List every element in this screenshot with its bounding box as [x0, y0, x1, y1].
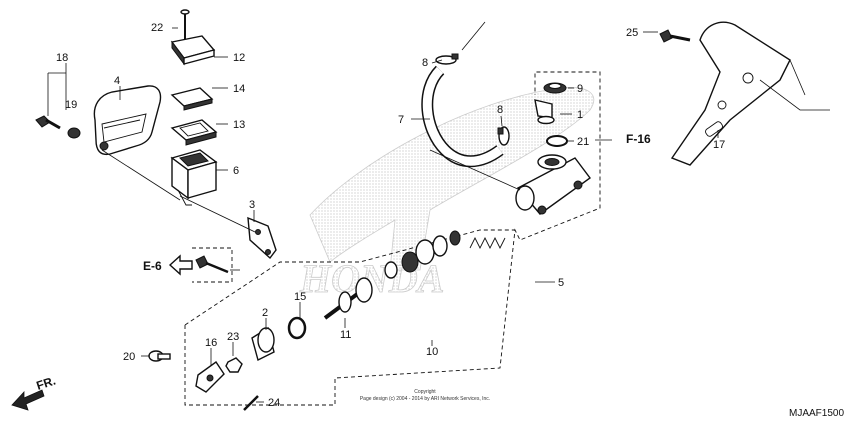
part-23-nut	[225, 357, 243, 373]
part-24-cotter-pin	[243, 395, 259, 411]
part-11-push-rod	[323, 277, 373, 320]
callout-17: 17	[713, 139, 725, 151]
part-2-boot	[251, 326, 275, 362]
callout-25: 25	[626, 27, 638, 39]
part-22-screw	[180, 9, 190, 42]
part-7-hose	[421, 65, 504, 168]
callout-2: 2	[262, 307, 268, 319]
part-14-plate	[170, 87, 214, 111]
part-1-joint	[534, 99, 555, 125]
honda-watermark: HONDA	[299, 87, 595, 301]
callouts: 22 12 14 13 6 18 19 4 3 E-6 7 8 8 9 1 21…	[56, 22, 725, 409]
part-21-o-ring	[546, 135, 568, 147]
callout-14: 14	[233, 83, 245, 95]
callout-5: 5	[558, 277, 564, 289]
direction-label: FR.	[35, 374, 58, 393]
callout-23: 23	[227, 331, 239, 343]
ref-e6: E-6	[143, 259, 162, 273]
callout-18: 18	[56, 52, 68, 64]
callout-1: 1	[577, 109, 583, 121]
e6-arrow-icon	[168, 254, 193, 276]
piston-seals	[384, 230, 461, 279]
part-8-clamp-lower	[497, 126, 510, 146]
callout-13: 13	[233, 119, 245, 131]
callout-3: 3	[249, 199, 255, 211]
honda-watermark-text: HONDA	[299, 256, 444, 301]
part-17-bracket	[670, 21, 791, 166]
callout-12: 12	[233, 52, 245, 64]
part-19-grommet	[67, 127, 81, 139]
part-13-diaphragm	[170, 119, 218, 146]
callout-4: 4	[114, 75, 120, 87]
callout-8-lower: 8	[497, 104, 503, 116]
front-direction-arrow-icon	[11, 389, 45, 411]
leader-lines	[47, 21, 830, 403]
part-4-cover	[93, 85, 162, 156]
diagram-code: MJAAF1500	[789, 408, 844, 419]
ref-f16: F-16	[626, 132, 651, 146]
assembly-box-outline	[184, 71, 601, 406]
copyright-line-2: Page design (c) 2004 - 2014 by ARI Netwo…	[360, 396, 490, 402]
part-18-bolt	[35, 115, 61, 130]
callout-15: 15	[294, 291, 306, 303]
callout-8-upper: 8	[422, 57, 428, 69]
callout-24: 24	[268, 397, 280, 409]
bolt-box-outline	[192, 247, 233, 283]
part-6-reservoir	[170, 149, 218, 206]
callout-20: 20	[123, 351, 135, 363]
callout-10: 10	[426, 346, 438, 358]
part-8-clamp-upper	[435, 53, 459, 65]
callout-11: 11	[340, 329, 351, 341]
e6-bolt	[195, 255, 229, 274]
master-cylinder-body	[515, 154, 591, 215]
callout-22: 22	[151, 22, 163, 34]
part-20-pin	[148, 350, 171, 362]
part-25-bolt	[659, 29, 691, 43]
spring	[469, 236, 506, 250]
part-15-circlip	[287, 316, 307, 340]
copyright-line-1: Copyright	[414, 389, 436, 395]
callout-16: 16	[205, 337, 217, 349]
part-9-cap	[543, 82, 567, 94]
callout-9: 9	[577, 83, 583, 95]
callout-6: 6	[233, 165, 239, 177]
callout-7: 7	[398, 114, 404, 126]
callout-21: 21	[577, 136, 589, 148]
part-12-reservoir-cap	[170, 35, 216, 66]
part-16-clevis	[195, 361, 225, 393]
part-3-bracket	[247, 216, 277, 260]
callout-19: 19	[65, 99, 77, 111]
